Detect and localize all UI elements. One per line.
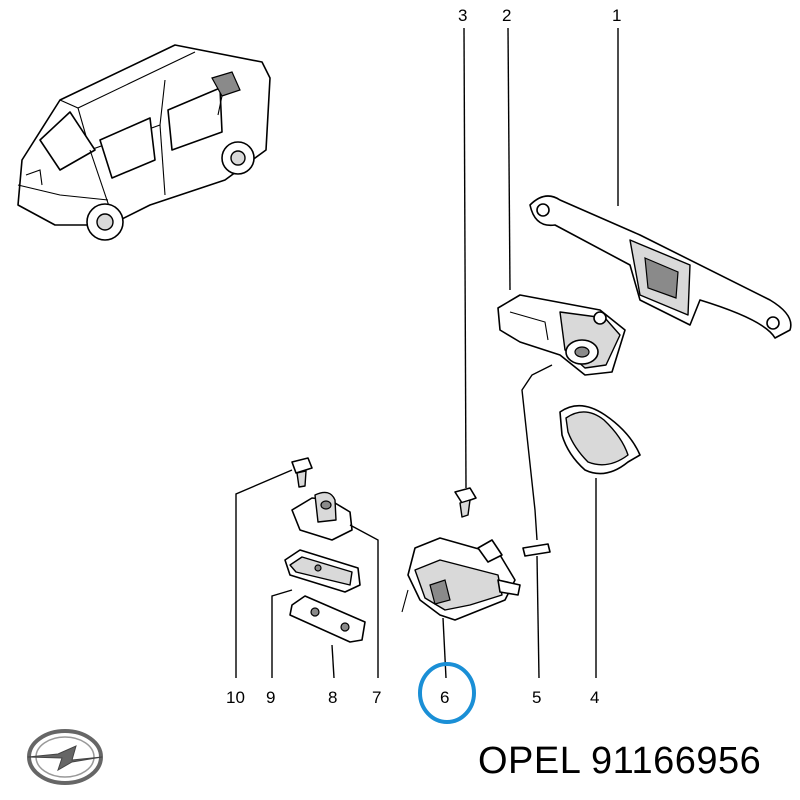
callout-2: 2 xyxy=(502,6,511,25)
leader-6 xyxy=(442,617,447,679)
leader-10 xyxy=(235,469,293,678)
callout-7: 7 xyxy=(372,688,381,707)
leader-9 xyxy=(271,589,293,678)
callout-labels: 1 2 3 4 5 6 7 8 9 10 xyxy=(226,6,621,707)
leader-2 xyxy=(507,27,511,291)
callout-1: 1 xyxy=(612,6,621,25)
callout-9: 9 xyxy=(266,688,275,707)
leader-3 xyxy=(463,27,467,489)
leader-8 xyxy=(331,644,335,679)
leader-lines xyxy=(235,27,619,679)
callout-5: 5 xyxy=(532,688,541,707)
part-lock-mechanism xyxy=(401,537,521,621)
part-rod xyxy=(521,364,553,557)
part-number-label: OPEL 91166956 xyxy=(478,740,762,782)
highlight-ring-callout-6 xyxy=(418,662,476,724)
part-bracket xyxy=(284,549,361,593)
callout-4: 4 xyxy=(590,688,599,707)
part-screw-3 xyxy=(454,487,477,518)
leader-5 xyxy=(536,555,540,679)
part-lock-actuator xyxy=(497,294,626,376)
part-lock-cover xyxy=(559,404,641,475)
callout-8: 8 xyxy=(328,688,337,707)
part-plate xyxy=(289,595,366,643)
part-screw-10 xyxy=(291,457,313,488)
part-outer-handle xyxy=(529,195,792,339)
callout-6: 6 xyxy=(440,688,449,707)
callout-10: 10 xyxy=(226,688,245,707)
leader-7 xyxy=(349,524,379,678)
part-striker xyxy=(291,491,353,541)
van-illustration xyxy=(17,44,271,241)
opel-logo-icon xyxy=(27,729,103,785)
callout-3: 3 xyxy=(458,6,467,25)
